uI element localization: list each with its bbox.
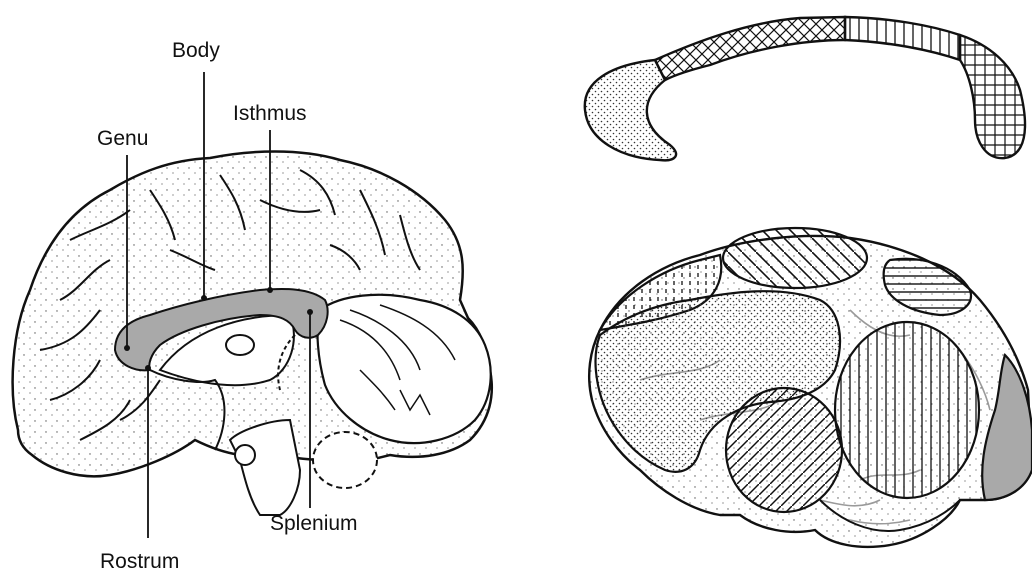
label-genu: Genu: [97, 127, 148, 150]
segment-posterior-body: [845, 17, 960, 60]
medial-brain-drawing: [13, 152, 492, 516]
segment-splenium: [960, 35, 1025, 158]
label-splenium: Splenium: [270, 512, 358, 535]
label-body: Body: [172, 39, 220, 62]
brainstem: [230, 420, 300, 515]
segment-anterior-body: [655, 17, 845, 80]
label-isthmus: Isthmus: [233, 102, 307, 125]
region-temporal: [726, 388, 842, 512]
callosum-segment-map: [585, 17, 1025, 160]
label-rostrum: Rostrum: [100, 550, 179, 573]
lateral-brain-drawing: [589, 228, 1032, 547]
region-premotor: [723, 228, 867, 288]
region-temporal-parietal: [835, 322, 979, 498]
